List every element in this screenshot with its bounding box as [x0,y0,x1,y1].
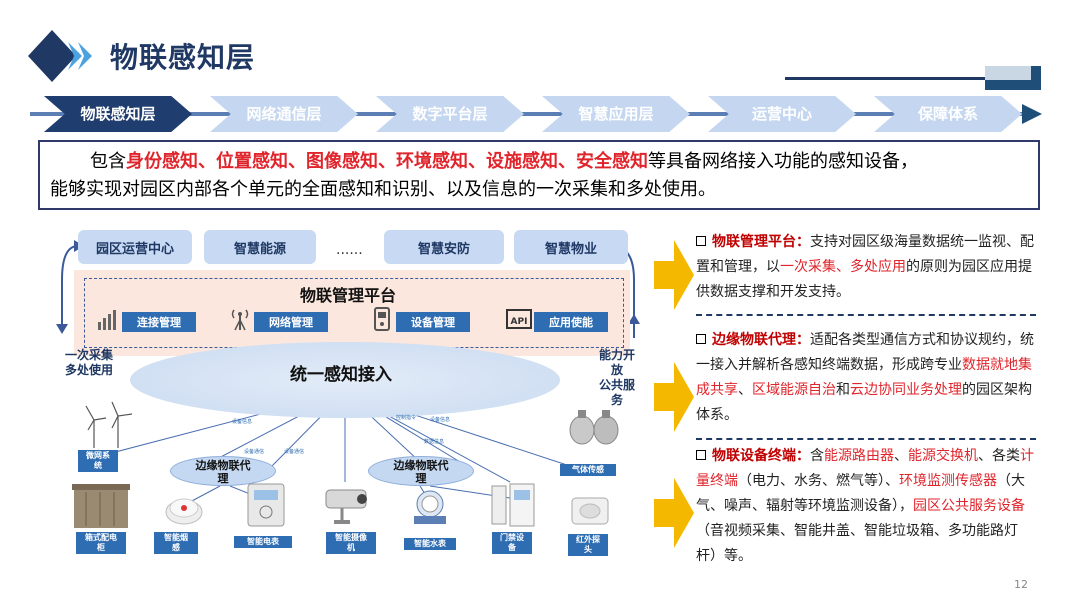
panel-text: 、 [738,382,752,398]
device-label-infrared: 红外探 头 [568,534,608,556]
smart-meter-icon [246,482,286,528]
platform-title: 物联管理平台 [300,282,396,306]
nav-item-operations[interactable]: 运营中心 [708,96,856,132]
camera-icon [322,486,372,526]
tiny-label: 设备通信 [244,448,264,455]
nav-item-security[interactable]: 保障体系 [874,96,1022,132]
nav-item-platform[interactable]: 数字平台层 [376,96,524,132]
panel-text-red: 云边协同业务处理 [850,382,962,398]
tiny-label: 设备信息 [430,416,450,423]
intro-prefix: 包含 [90,151,126,172]
edge-proxy-right: 边缘物联代 理 [368,456,474,486]
tiny-label: 设备通信 [284,448,304,455]
panel-text: 和 [836,382,850,398]
infrared-probe-icon [568,494,612,528]
separator [696,314,1036,316]
module-app-enable: 应用使能 [534,312,608,332]
intro-line2: 能够实现对园区内部各个单元的全面感知和识别、以及信息的一次采集和多处使用。 [50,179,716,200]
intro-suffix: 等具备网络接入功能的感知设备， [648,151,918,172]
page-number: 12 [1014,578,1028,591]
device-label-access: 门禁设 备 [492,532,532,554]
arrow-icon [654,362,694,432]
antenna-icon [228,306,252,332]
tiny-label: 数据信息 [424,438,444,445]
panel-text-red: 能源路由器 [824,448,894,464]
module-device: 设备管理 [396,312,470,332]
intro-textbox: 包含身份感知、位置感知、图像感知、环境感知、设施感知、安全感知等具备网络接入功能… [38,140,1040,210]
device-label-gas: 气体传感 [560,464,616,476]
panel-platform: 物联管理平台：支持对园区级海量数据统一监视、配置和管理，以一次采集、多处应用的原… [696,230,1036,305]
wind-turbine-icon [76,400,136,450]
arrow-icon [654,240,694,310]
nav-item-network[interactable]: 网络通信层 [210,96,358,132]
panel-text: （音视频采集、智能井盖、智能垃圾箱、多功能路灯杆）等。 [696,523,1018,564]
panel-devices: 物联设备终端：含能源路由器、能源交换机、各类计量终端（电力、水务、燃气等）、环境… [696,444,1036,569]
panel-text: 含 [810,448,824,464]
device-label-meter: 智能电表 [234,536,292,548]
tiny-label: 设备信息 [232,418,252,425]
panel-text-red: 能源交换机 [908,448,978,464]
arrow-icon [654,478,694,548]
access-label: 统一感知接入 [290,360,392,385]
checkbox-square-icon [696,334,706,344]
app-ellipsis: ...... [336,242,363,258]
nav-item-application[interactable]: 智慧应用层 [542,96,690,132]
gas-sensor-icon [566,406,622,450]
device-label-camera: 智能摄像 机 [326,532,376,554]
api-icon: API [506,306,532,332]
architecture-diagram: 园区运营中心 智慧能源 ...... 智慧安防 智慧物业 物联管理平台 连接管理… [0,220,660,603]
panel-text-red: 环境监测传感器 [899,473,997,489]
app-box-smart-property: 智慧物业 [514,230,628,264]
panel-head: 物联管理平台： [712,234,810,250]
right-label: 能力开 放 公共服 务 [592,348,642,408]
panel-text-red: 园区公共服务设备 [913,498,1025,514]
access-control-icon [488,482,538,528]
panel-text: （电力、水务、燃气等）、 [738,473,899,489]
checkbox-square-icon [696,236,706,246]
left-label: 一次采集 多处使用 [56,348,122,378]
svg-text:API: API [511,317,528,327]
device-label-cabinet: 箱式配电 柜 [76,532,126,554]
smoke-detector-icon [164,488,204,528]
device-icon [370,306,394,332]
module-network: 网络管理 [254,312,328,332]
distribution-cabinet-icon [72,482,130,530]
separator [696,438,1036,440]
panel-head: 边缘物联代理： [712,332,810,348]
nav-item-perception[interactable]: 物联感知层 [44,96,192,132]
app-box-operations-center: 园区运营中心 [78,230,192,264]
bar-chart-icon [96,306,120,332]
panel-text: 、 [894,448,908,464]
panel-head: 物联设备终端： [712,448,810,464]
module-connection: 连接管理 [122,312,196,332]
device-label-smoke: 智能烟 感 [154,532,198,554]
app-box-smart-security: 智慧安防 [384,230,504,264]
panel-edge-proxy: 边缘物联代理：适配各类型通信方式和协议规约，统一接入并解析各感知终端数据，形成跨… [696,328,1036,428]
panel-text-red: 一次采集、多处应用 [780,259,906,275]
logo-diamond-icon [28,28,94,84]
checkbox-square-icon [696,450,706,460]
panel-text: 、各类 [978,448,1020,464]
title-decoration [985,66,1041,90]
intro-highlight: 身份感知、位置感知、图像感知、环境感知、设施感知、安全感知 [126,151,648,172]
panel-text-red: 区域能源自治 [752,382,836,398]
water-meter-icon [410,488,450,530]
device-label-water: 智能水表 [404,538,456,550]
page-title: 物联感知层 [110,36,255,76]
app-box-smart-energy: 智慧能源 [204,230,316,264]
nav-arrow-icon [1022,104,1042,124]
title-underline [785,77,985,80]
tiny-label: 控制指令 [396,414,416,421]
device-label-microgrid: 微网系 统 [78,450,118,472]
